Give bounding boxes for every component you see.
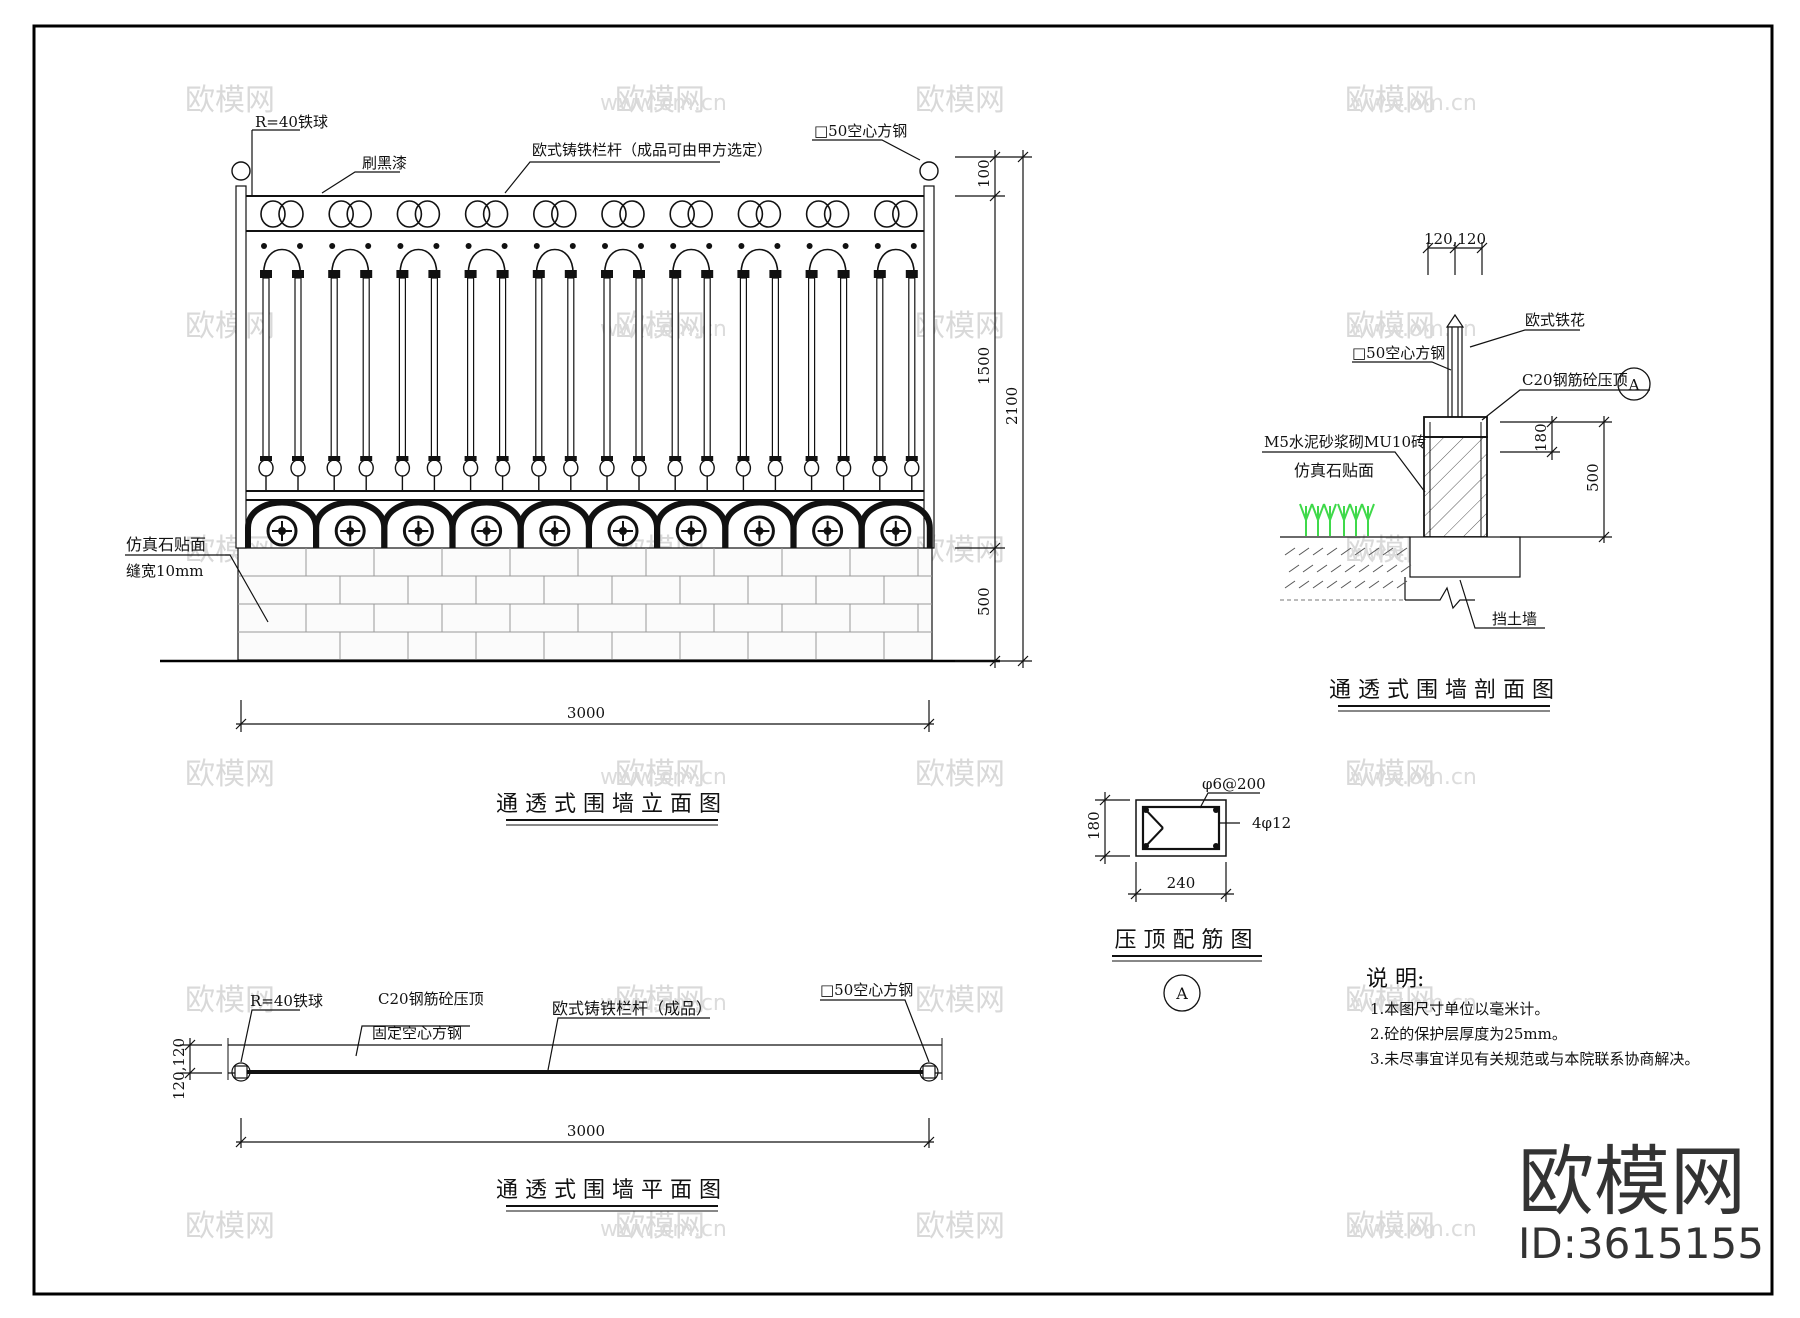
watermark-url-text: www.om.cn [600,1217,727,1242]
section-label-stone: 仿真石贴面 [1294,461,1374,480]
coping-title: 压顶配筋图 [1114,928,1259,953]
plan-title: 通透式围墙平面图 [496,1178,728,1203]
watermark-url-text: www.om.cn [1350,765,1477,790]
label-stone-facing: 仿真石贴面 [126,535,206,554]
section-label-retaining-wall: 挡土墙 [1492,610,1537,628]
section-dim-500: 500 [1584,463,1602,492]
plan-dim-side: 120,120 [170,1038,188,1100]
section-dim-top: 120,120 [1424,230,1486,248]
watermark-brand-text: 欧模网 [915,983,1005,1018]
watermark-brand-text: 欧模网 [1345,757,1435,792]
watermark-url-text: www.om.cn [600,991,727,1016]
elevation-view: R=40铁球 刷黑漆 欧式铸铁栏杆（成品可由甲方选定） □50空心方钢 仿真石贴… [125,113,1032,826]
watermark-brand-text: 欧模网 [185,1209,275,1244]
section-view: 120,120 [1262,230,1651,712]
section-label-steel: □50空心方钢 [1352,344,1445,362]
section-label-brick: M5水泥砂浆砌MU10砖 [1264,433,1426,451]
plan-view: R=40铁球 C20钢筋砼压顶 固定空心方钢 欧式铸铁栏杆（成品） □50空心方… [170,981,943,1212]
watermark-brand-text: 欧模网 [615,309,705,344]
brand-watermark: 欧模网 [1518,1137,1746,1226]
note-3: 3.未尽事宜详见有关规范或与本院联系协商解决。 [1370,1050,1699,1068]
note-1: 1.本图尺寸单位以毫米计。 [1370,1000,1549,1018]
watermark-brand-text: 欧模网 [185,757,275,792]
section-ref-a: A [1628,376,1640,394]
label-joint-width: 缝宽10mm [126,562,204,580]
right-ball [919,161,939,181]
elevation-title: 通透式围墙立面图 [496,792,728,817]
watermark-brand-text: 欧模网 [185,83,275,118]
dim-top-100: 100 [975,159,993,188]
watermark-brand-text: 欧模网 [615,1209,705,1244]
coping-ref-a: A [1175,984,1188,1003]
watermark-brand-text: 欧模网 [615,757,705,792]
section-grass [1299,503,1375,536]
watermark-brand-text: 欧模网 [185,983,275,1018]
elevation-dimensions [955,150,1032,668]
dim-base-500: 500 [975,587,993,616]
label-black-paint: 刷黑漆 [362,154,407,172]
plan-dim-width-3000: 3000 [567,1122,605,1140]
plan-label-fixed-steel: 固定空心方钢 [372,1024,462,1042]
watermark-brand-text: 欧模网 [615,83,705,118]
notes: 说 明: 1.本图尺寸单位以毫米计。 2.砼的保护层厚度为25mm。 3.未尽事… [1366,967,1699,1068]
label-stirrup: φ6@200 [1202,775,1266,793]
dim-width-3000: 3000 [567,704,605,722]
watermark-url-text: www.om.cn [1350,91,1477,116]
section-steel-post [1445,313,1465,418]
section-wall-body [1423,422,1488,538]
watermark-url-text: www.om.cn [1350,1217,1477,1242]
label-main-bars: 4φ12 [1252,814,1291,832]
label-iron-flower: 欧式铁花 [1525,311,1585,329]
left-ball [231,161,251,181]
dim-rail-1500: 1500 [975,347,993,385]
notes-heading: 说 明: [1366,967,1424,992]
section-coping [1423,416,1488,438]
watermark-brand-text: 欧模网 [915,757,1005,792]
watermark-brand-text: 欧模网 [1345,1209,1435,1244]
plan-label-iron-ball: R=40铁球 [250,992,323,1010]
dim-total-2100: 2100 [1003,387,1021,425]
section-title: 通透式围墙剖面图 [1329,678,1561,703]
watermark-url-text: www.om.cn [1350,991,1477,1016]
watermark-url-text: www.om.cn [600,91,727,116]
watermark-url-text: www.om.cn [600,765,727,790]
coping-dim-180: 180 [1085,811,1103,840]
watermark-brand-text: 欧模网 [915,83,1005,118]
section-dim-180: 180 [1532,423,1550,452]
watermark-brand-text: 欧模网 [185,309,275,344]
section-soil-hatch [1280,547,1412,601]
watermark-brand-text: 欧模网 [1345,83,1435,118]
note-2: 2.砼的保护层厚度为25mm。 [1370,1025,1567,1043]
watermark-brand-text: 欧模网 [1345,309,1435,344]
plan-label-railing: 欧式铸铁栏杆（成品） [552,999,712,1018]
watermark-brand-text: 欧模网 [615,983,705,1018]
plan-label-square-steel: □50空心方钢 [820,981,913,999]
plan-label-coping: C20钢筋砼压顶 [378,990,484,1008]
sheet-frame [32,24,1774,1296]
label-cast-iron-railing: 欧式铸铁栏杆（成品可由甲方选定） [532,141,772,159]
left-post [235,185,247,549]
cast-iron-railing [245,200,933,548]
right-post [923,185,935,549]
coping-rebar-detail: φ6@200 4φ12 180 240 压顶配筋图 A [1085,775,1291,1012]
section-retaining-wall [1280,536,1521,610]
brand-id: ID:3615155 [1518,1219,1764,1268]
coping-dim-240: 240 [1167,874,1196,892]
watermark-brand-text: 欧模网 [1345,983,1435,1018]
watermark-brand-text: 欧模网 [915,1209,1005,1244]
label-iron-ball: R=40铁球 [255,113,328,131]
stone-base [237,547,933,661]
label-square-steel: □50空心方钢 [814,122,907,140]
section-label-coping: C20钢筋砼压顶 [1522,371,1628,389]
